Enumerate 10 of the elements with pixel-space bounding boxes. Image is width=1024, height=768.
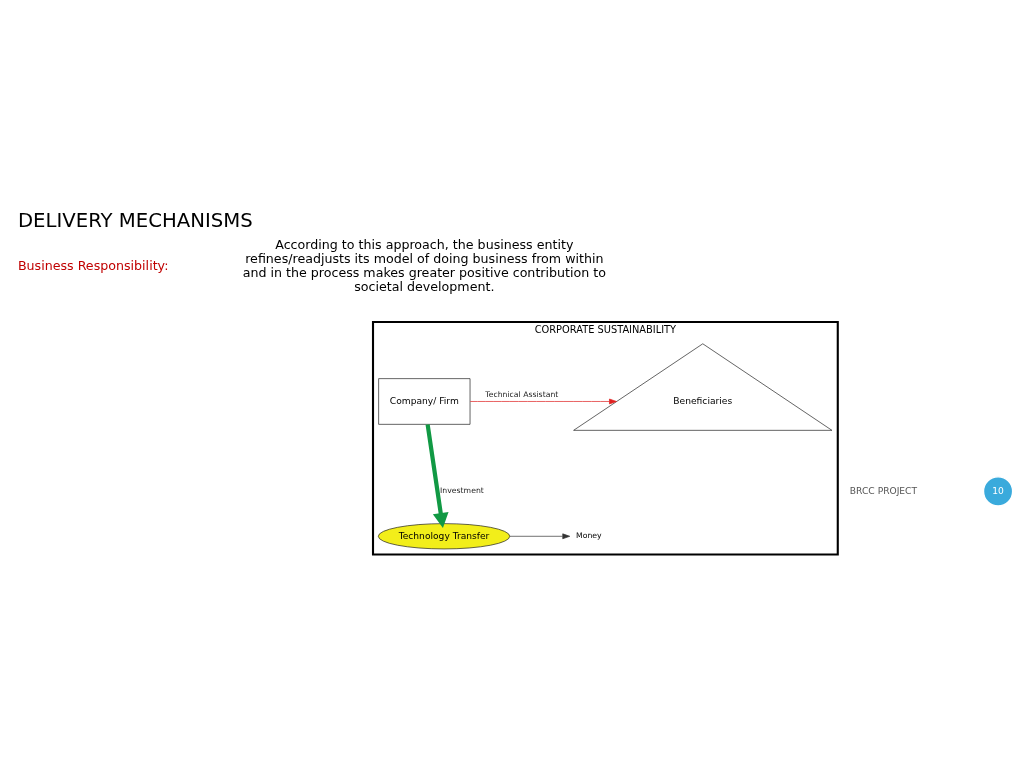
arrow <box>509 532 571 539</box>
arrow <box>425 423 449 528</box>
label: According to this approach, the business entity refines/readjusts its model of doing business from within and in the process makes greater positive contribution to societal development. <box>242 236 607 294</box>
node-circle: 10 <box>982 475 1014 507</box>
node-box: Company/ Firm <box>378 377 471 425</box>
label: BRCC PROJECT <box>849 485 918 496</box>
arrow <box>469 398 617 404</box>
label: Business Responsibility: <box>17 257 169 273</box>
diagram-title: DELIVERY MECHANISMS <box>17 208 253 232</box>
node-ellipse: Technology Transfer <box>377 522 511 549</box>
